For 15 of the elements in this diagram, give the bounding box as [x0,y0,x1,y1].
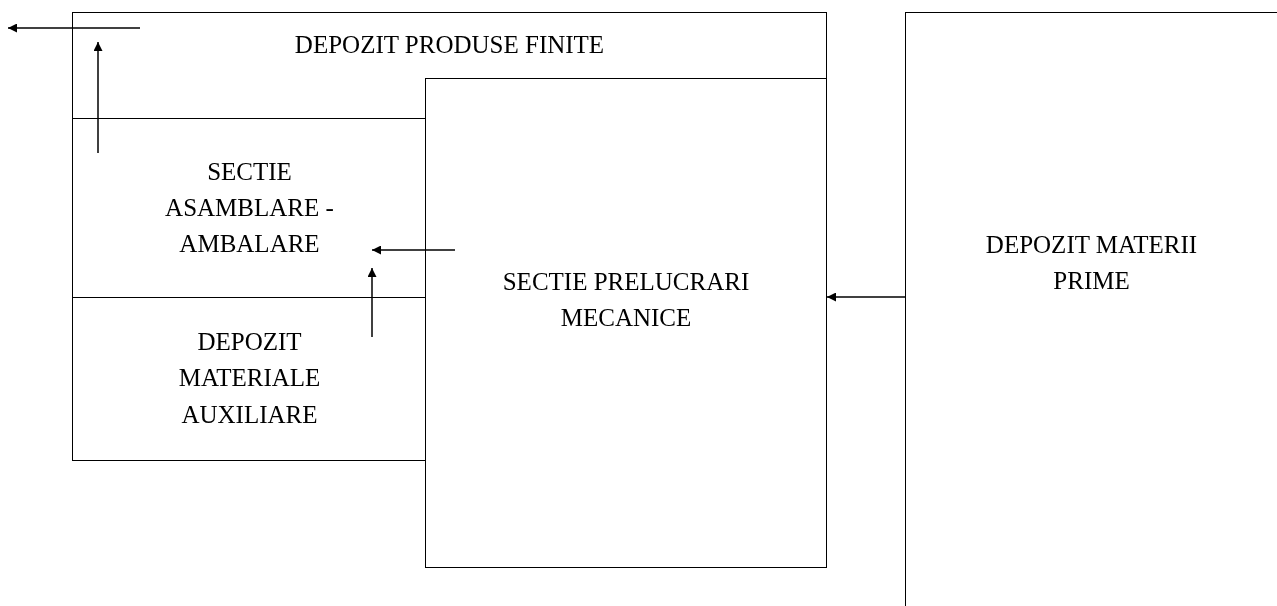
arrow [371,245,456,255]
area-name: DEPOZIT MATERIALE AUXILIARE [177,327,322,430]
area-box [72,12,827,119]
area-name: DEPOZIT MATERII PRIME [984,230,1199,297]
area-box [72,297,426,461]
area-name: SECTIE ASAMBLARE - AMBALARE [164,156,335,260]
area-name: DEPOZIT PRODUSE FINITE [294,30,605,60]
arrow [367,267,377,338]
area-box [425,78,827,568]
area-name: SECTIE PRELUCRARI MECANICE [501,267,751,334]
arrow [826,292,906,302]
area-box [72,118,426,298]
arrow [93,41,103,154]
arrow [7,23,141,33]
area-box [905,12,1277,606]
